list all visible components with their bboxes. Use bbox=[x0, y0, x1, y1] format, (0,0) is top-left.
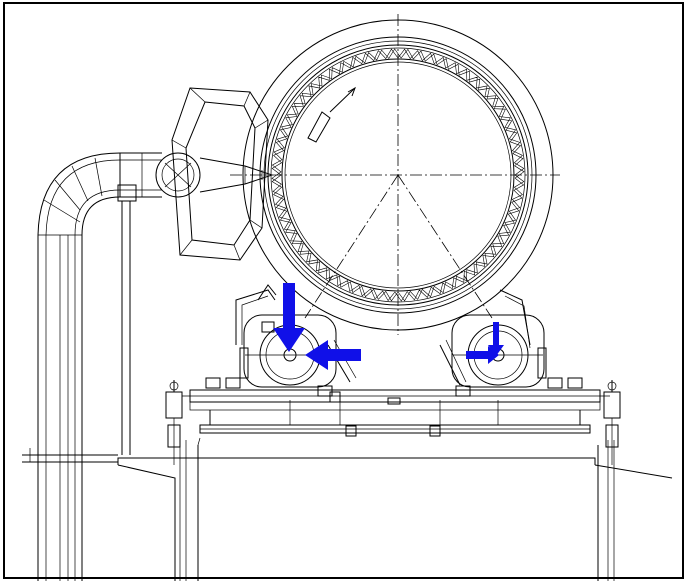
kiln-centerlines bbox=[230, 14, 560, 335]
left-roller-station bbox=[205, 284, 357, 397]
force-arrow-left-horizontal bbox=[305, 340, 361, 370]
elbow-duct bbox=[37, 152, 162, 581]
right-anchor-post bbox=[603, 380, 621, 465]
force-arrows bbox=[273, 283, 504, 370]
force-arrow-right-vertical bbox=[488, 322, 504, 356]
rotation-direction-marker bbox=[307, 86, 356, 143]
drawing-frame bbox=[3, 2, 684, 579]
left-anchor-post bbox=[165, 380, 183, 465]
concrete-pier bbox=[22, 437, 673, 581]
force-arrow-left-vertical bbox=[273, 283, 305, 352]
force-arrow-right-horizontal bbox=[466, 346, 499, 364]
exhaust-hood bbox=[171, 87, 274, 261]
right-roller-station bbox=[439, 289, 583, 397]
refractory-hatch-zigzag-offset bbox=[271, 48, 525, 302]
base-frame bbox=[182, 389, 610, 437]
duct-connector bbox=[155, 152, 201, 198]
